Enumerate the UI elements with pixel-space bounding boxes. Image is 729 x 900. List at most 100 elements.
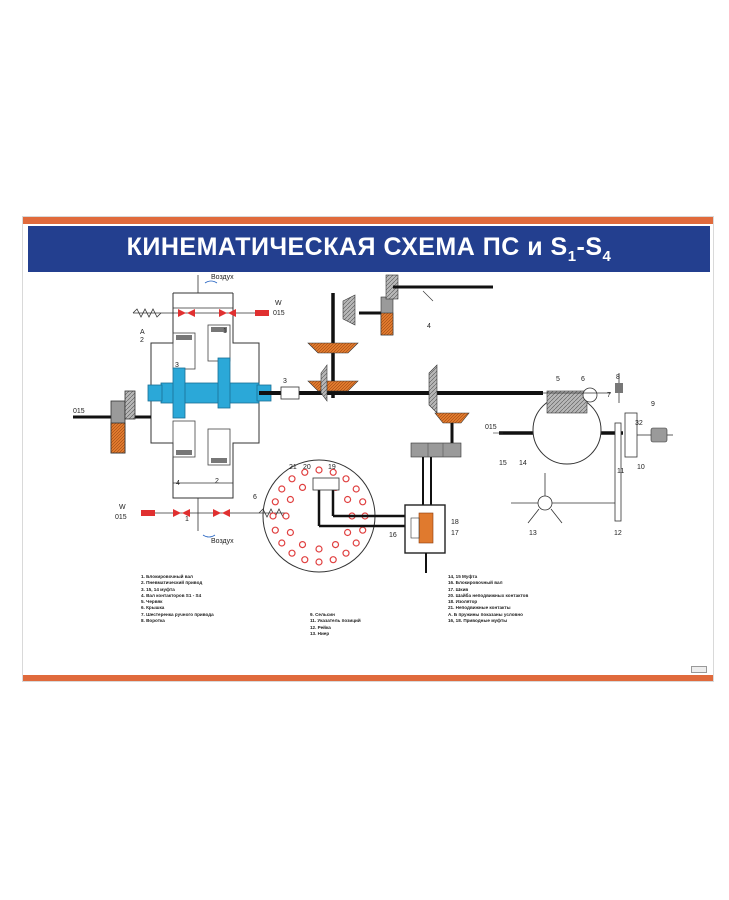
- fixed-contact-dot: [315, 466, 323, 474]
- fixed-contact-dot: [329, 468, 337, 476]
- svg-text:4: 4: [176, 480, 180, 487]
- svg-text:Воздух: Воздух: [211, 538, 234, 545]
- legend-item: А. Б пружины показаны условно: [448, 611, 523, 617]
- svg-text:2: 2: [215, 478, 219, 485]
- legend-item: 8. Воротка: [141, 618, 165, 624]
- svg-text:20: 20: [303, 464, 311, 471]
- fixed-contact-dot: [315, 545, 323, 553]
- poster: КИНЕМАТИЧЕСКАЯ СХЕМА ПС и S1-S4: [22, 216, 714, 682]
- coupling-3: [280, 386, 300, 400]
- svg-text:3: 3: [175, 362, 179, 369]
- svg-text:A: A: [140, 329, 145, 336]
- fixed-contact-dot: [342, 549, 350, 557]
- pneumatic-drive: [132, 275, 286, 538]
- top-accent-stripe: [23, 217, 713, 224]
- fixed-contact-dot: [286, 528, 294, 537]
- diagram-labels: Воздух Воздух W 015 W 015 015 015 A 2 1 …: [73, 274, 655, 545]
- svg-text:15: 15: [499, 460, 507, 467]
- svg-text:8: 8: [616, 374, 620, 381]
- fixed-contact-dot: [286, 495, 294, 504]
- svg-text:10: 10: [637, 464, 645, 471]
- worm: [546, 390, 588, 414]
- rack: [614, 422, 622, 522]
- poster-title: КИНЕМАТИЧЕСКАЯ СХЕМА ПС и S1-S4: [126, 233, 612, 265]
- fixed-contact-dot: [271, 526, 279, 534]
- contactor-clutch: [404, 504, 446, 573]
- fixed-contact-dot: [269, 512, 277, 520]
- svg-text:9: 9: [651, 401, 655, 408]
- corner-tag: [691, 666, 707, 673]
- bottom-accent-stripe: [23, 675, 713, 681]
- svg-text:5: 5: [556, 376, 560, 383]
- fixed-contact-dot: [288, 549, 296, 557]
- svg-text:015: 015: [273, 310, 285, 317]
- fixed-contact-dot: [298, 541, 307, 549]
- kinematic-diagram: Воздух Воздух W 015 W 015 015 015 A 2 1 …: [73, 274, 673, 573]
- svg-text:3: 3: [283, 378, 287, 385]
- legend-item: 20. Шайба неподвижных контактов: [448, 592, 529, 598]
- title-band: КИНЕМАТИЧЕСКАЯ СХЕМА ПС и S1-S4: [28, 226, 710, 272]
- svg-text:18: 18: [451, 519, 459, 526]
- svg-text:W: W: [275, 300, 282, 307]
- fixed-contact-dot: [329, 556, 337, 564]
- fixed-contact-dot: [342, 475, 350, 483]
- legend-item: 16. Блокировочный вал: [448, 580, 503, 586]
- fixed-contact-dot: [344, 495, 352, 504]
- svg-text:6: 6: [581, 376, 585, 383]
- air-inlet-bottom: [141, 510, 155, 516]
- fixed-contact-dot: [352, 485, 360, 493]
- svg-text:015: 015: [485, 424, 497, 431]
- legend-col-1: 1. Блокировочный вал 2. Пневматический п…: [141, 574, 214, 624]
- svg-text:19: 19: [328, 464, 336, 471]
- svg-text:11: 11: [617, 468, 624, 475]
- fixed-contact-dot: [301, 468, 309, 476]
- legend-item: 5. Червяк: [141, 599, 163, 605]
- fixed-contact-dot: [359, 526, 367, 534]
- left-drive-gear: [73, 390, 151, 454]
- legend-item: 12. Рейка: [310, 624, 331, 630]
- svg-text:1: 1: [223, 328, 227, 335]
- upper-bevel-gears: [307, 274, 493, 402]
- svg-text:015: 015: [73, 408, 85, 415]
- svg-text:17: 17: [451, 530, 459, 537]
- air-inlet-top: [255, 310, 269, 316]
- legend-item: 2. Пневматический привод: [141, 580, 203, 586]
- legend-item: 21. Неподвижные контакты: [448, 605, 511, 611]
- svg-text:1: 1: [185, 516, 189, 523]
- svg-text:14: 14: [519, 460, 527, 467]
- legend-col-3: 14, 15 Муфта 16. Блокировочный вал 17. Ш…: [448, 574, 528, 624]
- svg-text:W: W: [119, 504, 126, 511]
- fixed-contact-dot: [282, 512, 290, 520]
- lower-bevel-gears: [410, 364, 470, 513]
- svg-text:16: 16: [389, 532, 397, 539]
- legend-item: 4. Вал контакторов S1 - S4: [141, 592, 202, 598]
- svg-text:32: 32: [635, 420, 643, 427]
- svg-text:Воздух: Воздух: [211, 274, 234, 281]
- svg-text:21: 21: [289, 464, 297, 471]
- fixed-contact-dot: [278, 485, 286, 493]
- fixed-contact-dot: [359, 498, 367, 506]
- fixed-contact-dot: [331, 541, 340, 549]
- legend-item: 18. Изолятор: [448, 599, 478, 605]
- legend-item: 16, 18. Приводные муфты: [448, 618, 508, 624]
- svg-text:2: 2: [140, 337, 144, 344]
- svg-text:13: 13: [529, 530, 537, 537]
- position-indicator-assembly: [493, 373, 673, 524]
- fixed-contact-dot: [344, 528, 352, 537]
- svg-text:015: 015: [115, 514, 127, 521]
- fixed-contact-dot: [352, 539, 360, 547]
- fixed-contact-dot: [288, 475, 296, 483]
- legend-item: 17. Шкив: [448, 586, 469, 592]
- svg-text:4: 4: [427, 323, 431, 330]
- legend-item: 3. 15, 14 муфта: [141, 586, 175, 592]
- fixed-contact-dot: [298, 483, 307, 491]
- fixed-contact-dot: [315, 558, 323, 566]
- legend-item: 1. Блокировочный вал: [141, 574, 193, 579]
- legend-item: 14, 15 Муфта: [448, 574, 478, 579]
- legend-item: 6. Крышка: [141, 605, 165, 611]
- spur-gear-pair: [410, 442, 462, 458]
- fixed-contact-dot: [271, 498, 279, 506]
- handle-knob: [537, 495, 553, 511]
- contact-ring: [262, 459, 418, 573]
- svg-text:6: 6: [253, 494, 257, 501]
